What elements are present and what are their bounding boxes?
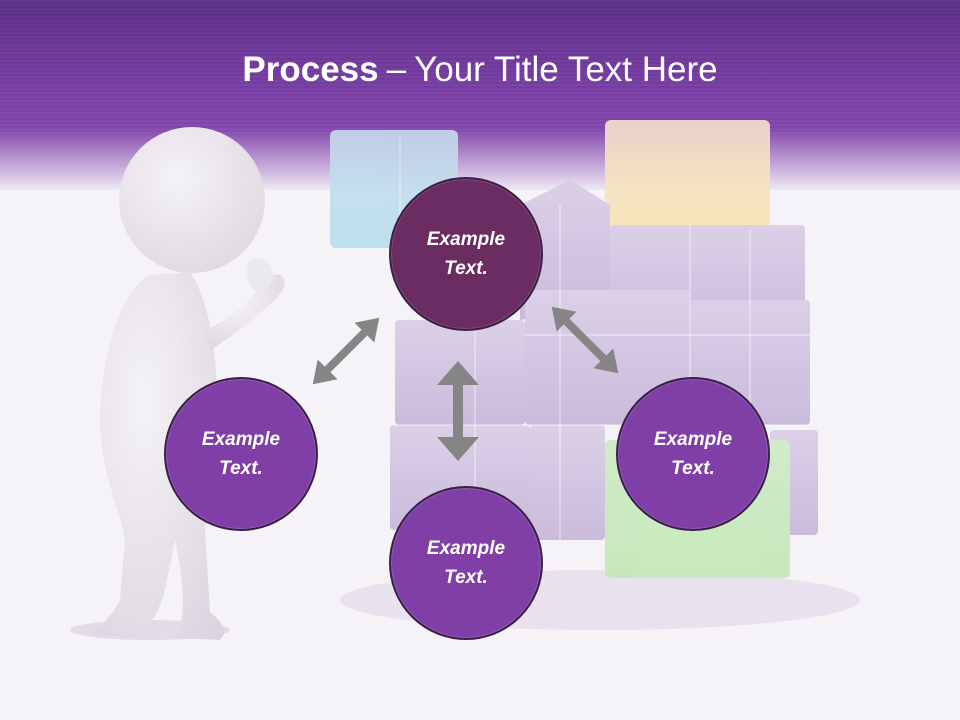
node-left-line2: Text. [219,458,263,479]
cube-stack [330,120,818,578]
node-right-line1: Example [653,429,733,450]
process-node-left[interactable]: Example Text. [164,377,318,531]
title-separator: – [386,50,407,89]
thinking-figure [70,127,285,640]
title-bold: Process [242,50,379,89]
title-text: Your Title Text Here [414,50,718,89]
double-arrow-diagonal-right [551,306,619,374]
node-right-line2: Text. [671,458,715,479]
node-bottom-line2: Text. [444,567,488,588]
node-left-line1: Example [201,429,281,450]
node-top-line2: Text. [444,258,488,279]
slide-title[interactable]: Process–Your Title Text Here [0,50,960,90]
double-arrow-diagonal-left [312,317,380,385]
process-node-right[interactable]: Example Text. [616,377,770,531]
node-top-line1: Example [426,229,506,250]
node-bottom-line1: Example [426,538,506,559]
process-node-top[interactable]: Example Text. [389,177,543,331]
process-node-bottom[interactable]: Example Text. [389,486,543,640]
double-arrow-vertical [437,361,479,461]
